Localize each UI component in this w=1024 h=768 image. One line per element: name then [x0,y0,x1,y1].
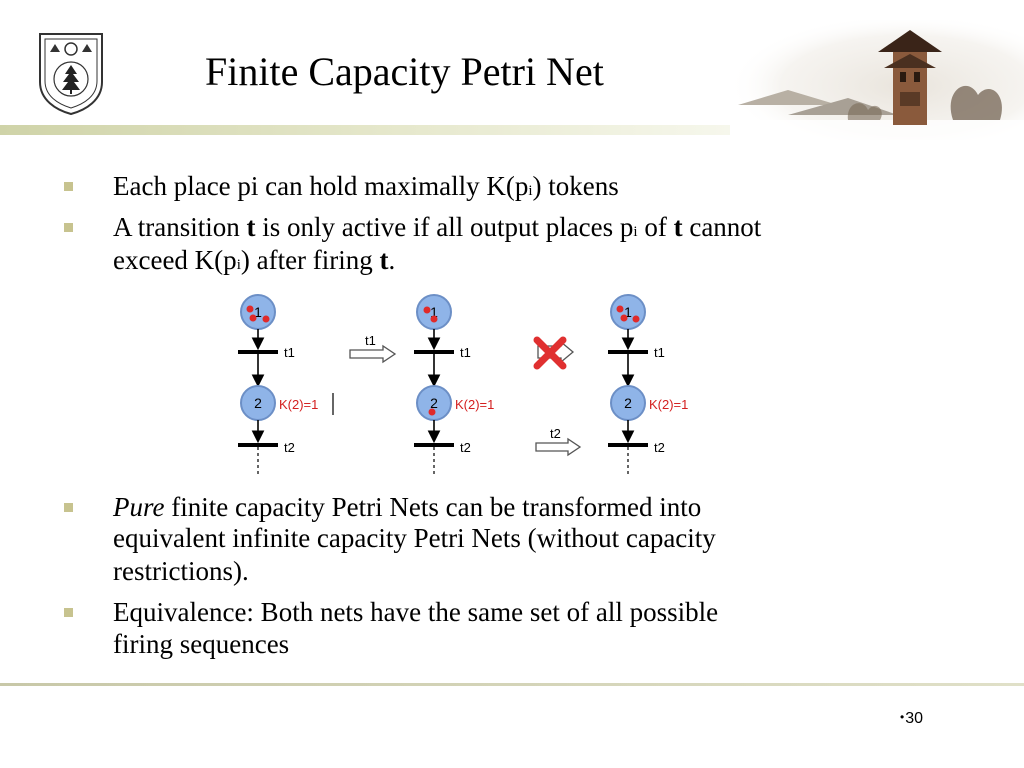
place-1-label: 1 [254,304,262,320]
transition-t1-label: t1 [460,345,471,360]
capacity-label: K(2)=1 [279,397,318,412]
arrow-t1-label: t1 [365,333,376,348]
italic-pure: Pure [113,492,165,522]
firing-arrow-t2: t2 [535,426,582,457]
page-title: Finite Capacity Petri Net [205,49,604,94]
transition-t2-label: t2 [460,440,471,455]
bold-t: t [673,212,683,242]
bullet-text-part: finite capacity Petri Nets can be transf… [164,492,702,522]
token [246,305,254,313]
petri-net-state-after-t2: 1 t1 2 K(2)=1 t2 [608,294,688,475]
token [249,314,257,322]
nanjing-university-logo [39,33,103,116]
token [430,315,438,323]
page-number: •30 [900,710,923,728]
blocked-firing-arrow [533,336,575,370]
bullet-text-capacity: Each place pi can hold maximally K(pi) t… [113,170,619,208]
place-1-label: 1 [430,304,438,320]
bullet-text-part: ) after firing [240,245,380,275]
arrow-t2-label: t2 [550,426,561,441]
transition-t2-label: t2 [654,440,665,455]
bullet-text-part: exceed K(p [113,245,237,275]
token [632,315,640,323]
token [616,305,624,313]
bullet-marker [64,182,73,191]
subscript: i [633,224,638,240]
bold-t: t [246,212,256,242]
bullet-text-pure-line2: equivalent infinite capacity Petri Nets … [113,523,716,553]
bullet-marker [64,503,73,512]
capacity-label: K(2)=1 [455,397,494,412]
header-tower-photo [728,20,1024,140]
bold-t: t [379,245,389,275]
place-2-label: 2 [254,395,262,411]
cross-icon [533,336,567,370]
transition-t1 [414,350,454,354]
transition-t1 [238,350,278,354]
bullet-text-equivalence-line2: firing sequences [113,629,290,659]
bullet-text-equivalence: Equivalence: Both nets have the same set… [113,597,719,627]
transition-t1-label: t1 [284,345,295,360]
bullet-text-part: cannot [682,212,762,242]
place-2-label: 2 [624,395,632,411]
page-number-dot: • [900,710,905,724]
bullet-marker [64,608,73,617]
petri-net-state-after-t1: 1 t1 2 K(2)=1 t2 [414,294,494,475]
bullet-marker [64,223,73,232]
firing-arrow-t1: t1 [349,333,397,364]
bullet-text-part: is only active if all output places p [255,212,634,242]
transition-t2-label: t2 [284,440,295,455]
token [262,315,270,323]
transition-t2 [238,443,278,447]
footer-divider [0,683,1024,686]
page-number-value: 30 [905,710,923,727]
transition-t1-label: t1 [654,345,665,360]
transition-t1 [608,350,648,354]
bullet-text-transition: A transition t is only active if all out… [113,211,761,249]
bullet-text-part: of [637,212,674,242]
petri-net-diagram: 1 t1 2 K(2)=1 t2 t1 1 t1 2 K(2)=1 [238,294,688,475]
bullet-text-part: A transition [113,212,247,242]
token [620,314,628,322]
token [428,408,436,416]
bullet-text-part: ) tokens [532,171,619,201]
title-divider [0,125,730,135]
bullet-text-pure-line3: restrictions). [113,556,249,586]
bullet-text-part: . [388,245,396,275]
bullet-text-pure: Pure finite capacity Petri Nets can be t… [113,491,701,524]
petri-net-state-initial: 1 t1 2 K(2)=1 t2 [238,294,334,475]
bullet-text-part: Each place pi can hold maximally K(p [113,171,529,201]
transition-t2 [414,443,454,447]
transition-t2 [608,443,648,447]
place-2-label: 2 [430,395,438,411]
subscript: i [528,183,533,199]
subscript: i [236,257,241,273]
token [423,306,431,314]
capacity-label: K(2)=1 [649,397,688,412]
bullet-text-transition-line2: exceed K(pi) after firing t. [113,244,395,282]
place-1-label: 1 [624,304,632,320]
